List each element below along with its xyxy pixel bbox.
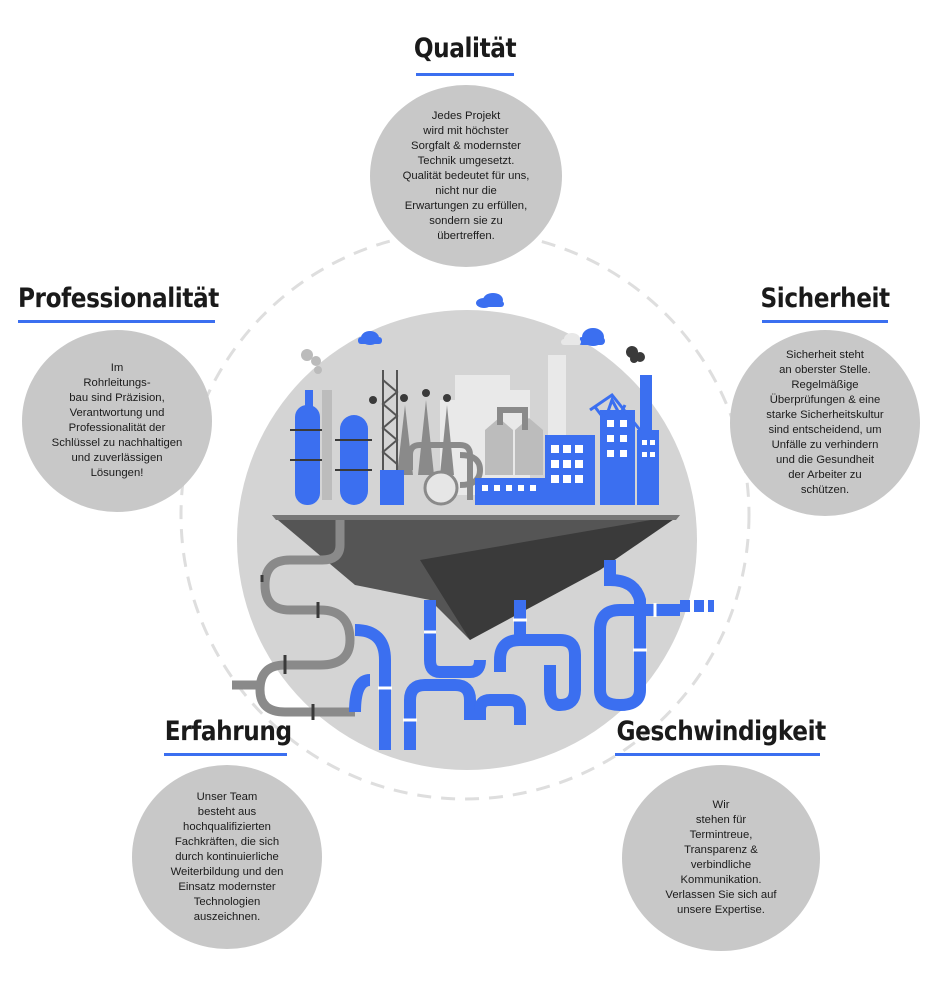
cloud-icon (578, 328, 605, 346)
text-sicherheit: Sicherheit steht an oberster Stelle. Reg… (766, 349, 884, 496)
cloud-icon (358, 331, 382, 345)
underline-sicherheit (762, 320, 888, 323)
floating-platform (272, 515, 680, 640)
underline-qualitaet (416, 73, 514, 76)
text-erfahrung: Unser Team besteht aus hochqualifizierte… (170, 790, 284, 923)
bubble-professionalitaet: Im Rohrleitungs- bau sind Präzision, Ver… (22, 330, 212, 512)
bubble-sicherheit: Sicherheit steht an oberster Stelle. Reg… (730, 330, 920, 516)
crane-truss (589, 392, 642, 431)
title-sicherheit: Sicherheit (760, 283, 891, 314)
text-professionalitaet: Im Rohrleitungs- bau sind Präzision, Ver… (51, 362, 183, 479)
blue-pipes (349, 560, 714, 750)
cloud-icon (561, 333, 581, 345)
storage-tanks (423, 418, 543, 506)
title-geschwindigkeit: Geschwindigkeit (616, 716, 827, 747)
cloud-icon (476, 293, 504, 308)
lattice-tower (381, 370, 399, 470)
bubble-geschwindigkeit: Wir stehen für Termintreue, Transparenz … (622, 765, 820, 951)
dashed-orbit-ring (179, 229, 751, 801)
underline-professionalitaet (18, 320, 215, 323)
smoke-icon (626, 346, 645, 363)
bubble-qualitaet: Jedes Projekt wird mit höchster Sorgfalt… (370, 85, 562, 267)
underline-erfahrung (164, 753, 287, 756)
blue-tower-right (340, 415, 368, 505)
gray-pipes-top (407, 407, 528, 500)
text-qualitaet: Jedes Projekt wird mit höchster Sorgfalt… (402, 109, 530, 242)
title-qualitaet: Qualität (413, 33, 517, 64)
title-professionalitaet: Professionalität (17, 283, 219, 314)
title-erfahrung: Erfahrung (164, 716, 292, 747)
smoke-icon (301, 349, 322, 374)
underline-geschwindigkeit (615, 753, 820, 756)
bubble-erfahrung: Unser Team besteht aus hochqualifizierte… (132, 765, 322, 949)
gray-pipes-left (232, 520, 355, 717)
text-geschwindigkeit: Wir stehen für Termintreue, Transparenz … (665, 799, 777, 916)
